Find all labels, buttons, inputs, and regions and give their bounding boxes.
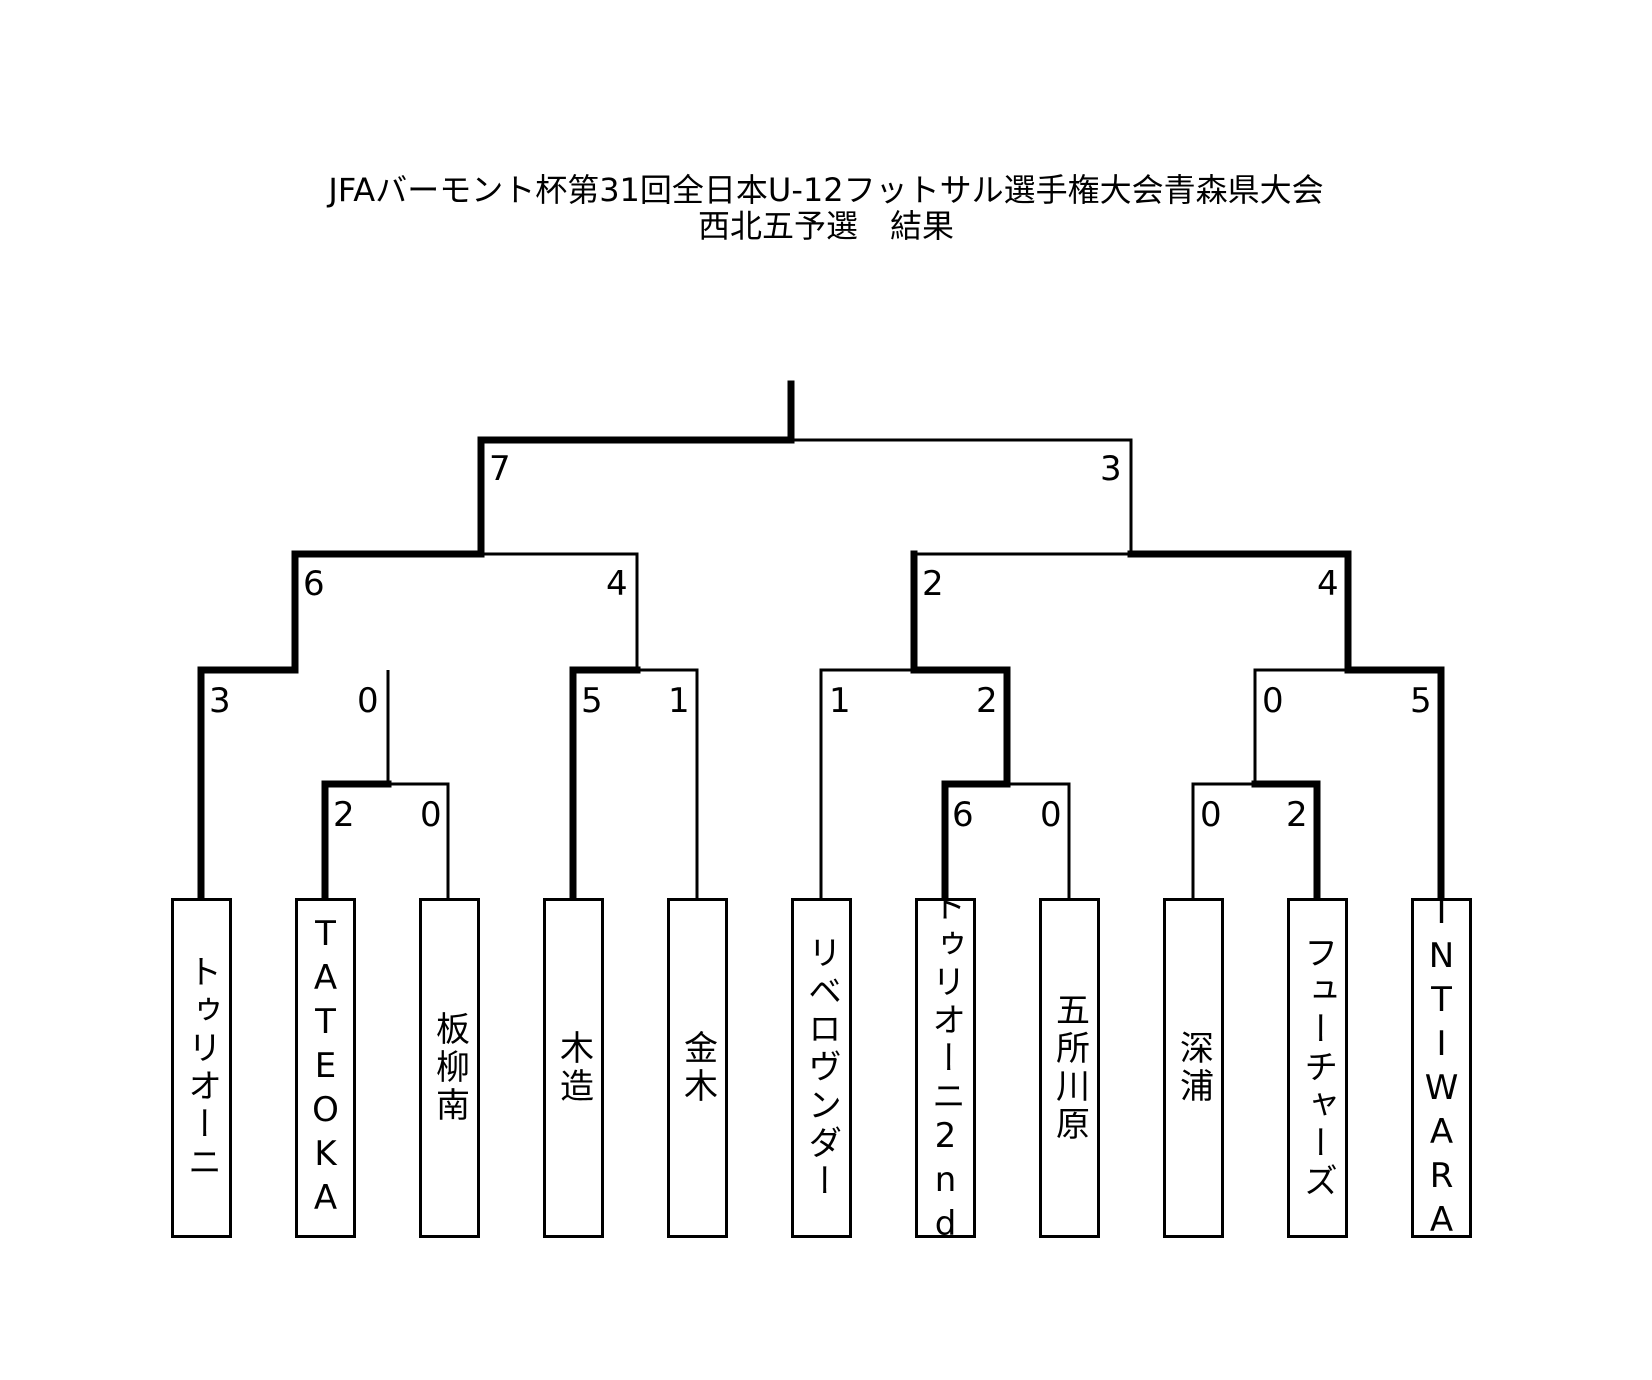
team-name: トゥリオーニ2nd bbox=[925, 888, 966, 1248]
team-name: INTIWARA bbox=[1421, 892, 1462, 1244]
bracket-line bbox=[481, 552, 639, 670]
score-label: 2 bbox=[922, 564, 944, 604]
bracket-line bbox=[477, 436, 795, 558]
team-name: トゥリオーニ bbox=[181, 954, 222, 1182]
bracket-line bbox=[941, 780, 1011, 902]
team-name: 金木 bbox=[677, 1030, 718, 1106]
team-name: フューチャーズ bbox=[1297, 935, 1338, 1201]
bracket-line bbox=[197, 666, 299, 902]
score-label: 6 bbox=[952, 795, 974, 835]
team-box: 金木 bbox=[667, 898, 728, 1238]
team-name: 深浦 bbox=[1173, 1030, 1214, 1106]
team-box: 木造 bbox=[543, 898, 604, 1238]
bracket-line bbox=[1253, 668, 1348, 784]
team-box: トゥリオーニ bbox=[171, 898, 232, 1238]
score-label: 7 bbox=[489, 449, 511, 489]
team-box: トゥリオーニ2nd bbox=[915, 888, 976, 1248]
team-box: 板柳南 bbox=[419, 898, 480, 1238]
bracket-line bbox=[1344, 666, 1445, 902]
bracket-line bbox=[569, 666, 641, 902]
bracket-lines-thick bbox=[197, 380, 1445, 902]
bracket-line bbox=[388, 782, 450, 898]
score-label: 3 bbox=[1100, 449, 1122, 489]
bracket-line bbox=[819, 668, 914, 898]
bracket-line bbox=[1191, 782, 1255, 898]
team-box: TATEOKA bbox=[295, 898, 356, 1238]
score-label: 3 bbox=[209, 681, 231, 721]
bracket-line bbox=[321, 780, 392, 902]
team-name: 五所川原 bbox=[1049, 992, 1090, 1144]
score-label: 2 bbox=[1286, 795, 1308, 835]
bracket-line bbox=[791, 438, 1133, 554]
score-label: 1 bbox=[668, 681, 690, 721]
score-label: 5 bbox=[1410, 681, 1432, 721]
score-label: 2 bbox=[333, 795, 355, 835]
team-box: 深浦 bbox=[1163, 898, 1224, 1238]
team-box: リベロヴンダー bbox=[791, 898, 852, 1238]
score-label: 4 bbox=[606, 564, 628, 604]
bracket-line bbox=[637, 668, 699, 898]
score-label: 0 bbox=[1200, 795, 1222, 835]
team-name: 木造 bbox=[553, 1030, 594, 1106]
score-label: 6 bbox=[303, 564, 325, 604]
score-label: 0 bbox=[357, 681, 379, 721]
team-box: 五所川原 bbox=[1039, 898, 1100, 1238]
bracket-line bbox=[291, 550, 485, 674]
team-name: TATEOKA bbox=[305, 914, 346, 1222]
score-label: 5 bbox=[581, 681, 603, 721]
team-box: INTIWARA bbox=[1411, 892, 1472, 1244]
bracket-line bbox=[910, 666, 1011, 788]
score-label: 0 bbox=[1262, 681, 1284, 721]
team-name: 板柳南 bbox=[429, 1011, 470, 1125]
page-title: JFAバーモント杯第31回全日本U-12フットサル選手権大会青森県大会 bbox=[328, 171, 1324, 209]
team-name: リベロヴンダー bbox=[801, 935, 842, 1201]
score-label: 0 bbox=[1040, 795, 1062, 835]
bracket-line bbox=[1007, 782, 1071, 898]
score-label: 1 bbox=[829, 681, 851, 721]
bracket-line bbox=[1127, 550, 1352, 674]
score-label: 4 bbox=[1317, 564, 1339, 604]
team-box: フューチャーズ bbox=[1287, 898, 1348, 1238]
page-subtitle: 西北五予選 結果 bbox=[697, 207, 954, 245]
bracket-line bbox=[1251, 780, 1321, 902]
score-label: 2 bbox=[976, 681, 998, 721]
bracket-lines-thin bbox=[386, 438, 1348, 898]
score-label: 0 bbox=[420, 795, 442, 835]
